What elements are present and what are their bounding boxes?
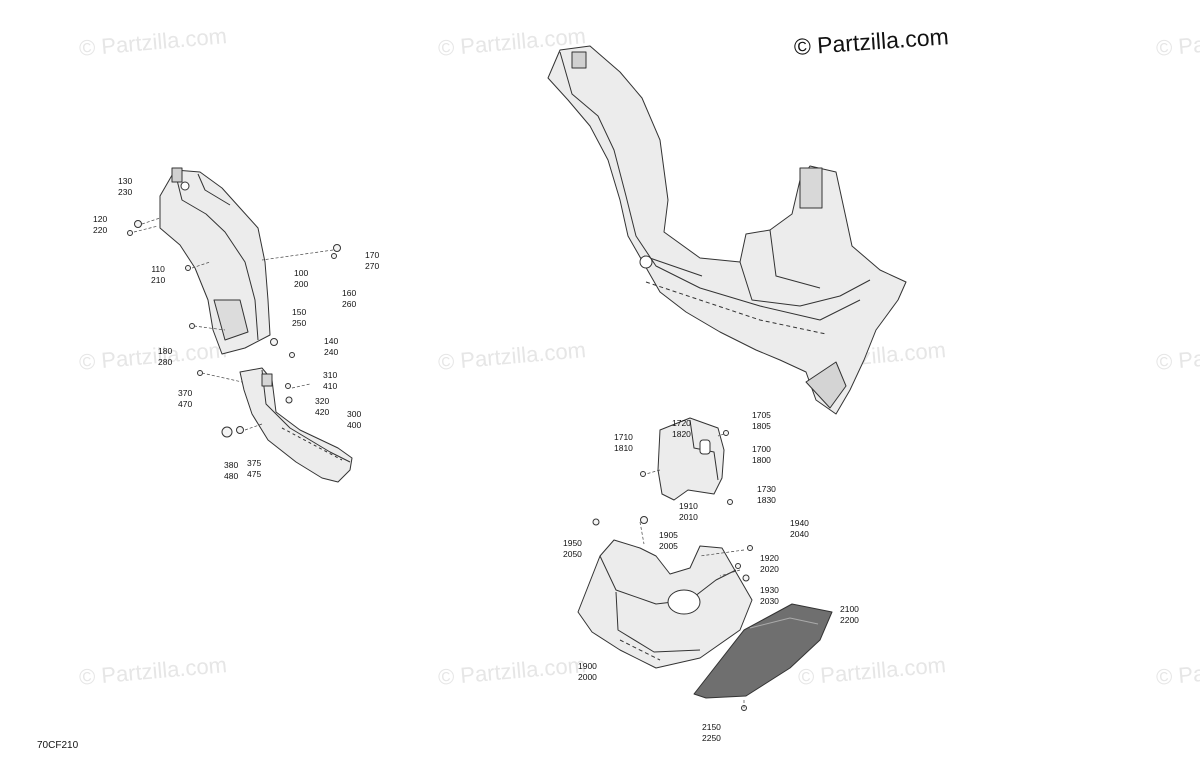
right-middle-bracket — [657, 417, 725, 501]
right-skid-cover — [693, 603, 833, 699]
right-lower-tub — [577, 539, 753, 669]
diagram-code: 70CF210 — [37, 740, 79, 751]
left-lower-step — [239, 367, 353, 483]
right-upper-frame — [547, 45, 907, 415]
left-upper-panel — [159, 167, 271, 355]
